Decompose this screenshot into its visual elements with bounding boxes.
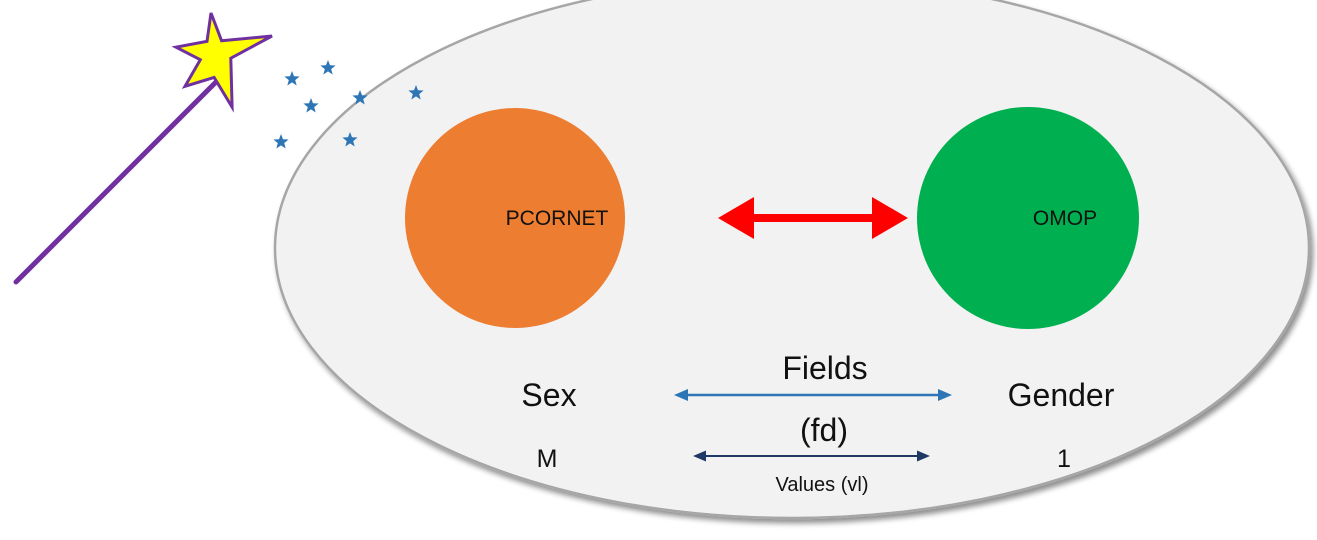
sparkle-star-icon — [408, 85, 424, 100]
wand-star-icon — [171, 12, 273, 113]
sparkle-star-icon — [284, 71, 300, 86]
mapping-double-arrow — [718, 197, 908, 239]
sparkles-group — [273, 60, 424, 149]
pcornet-node-circle — [405, 108, 625, 328]
pcornet-node-label: PCORNET — [505, 207, 609, 230]
sparkle-star-icon — [273, 134, 289, 149]
fields-relation-abbrev: (fd) — [800, 412, 848, 448]
omop-node-circle — [917, 107, 1139, 329]
values-double-arrow — [693, 450, 930, 462]
sparkle-star-icon — [352, 90, 368, 105]
sparkle-star-icon — [320, 60, 336, 75]
right-value-label: 1 — [1057, 445, 1071, 473]
left-field-label: Sex — [521, 377, 577, 413]
sparkle-star-icon — [303, 98, 319, 113]
left-value-label: M — [536, 445, 558, 473]
magic-wand-icon — [13, 12, 273, 285]
values-relation-label: Values (vl) — [775, 474, 869, 496]
sparkle-star-icon — [342, 132, 358, 147]
omop-node-label: OMOP — [1032, 207, 1098, 230]
fields-relation-label: Fields — [782, 350, 868, 386]
right-field-label: Gender — [1007, 377, 1115, 413]
fields-double-arrow — [674, 389, 952, 401]
